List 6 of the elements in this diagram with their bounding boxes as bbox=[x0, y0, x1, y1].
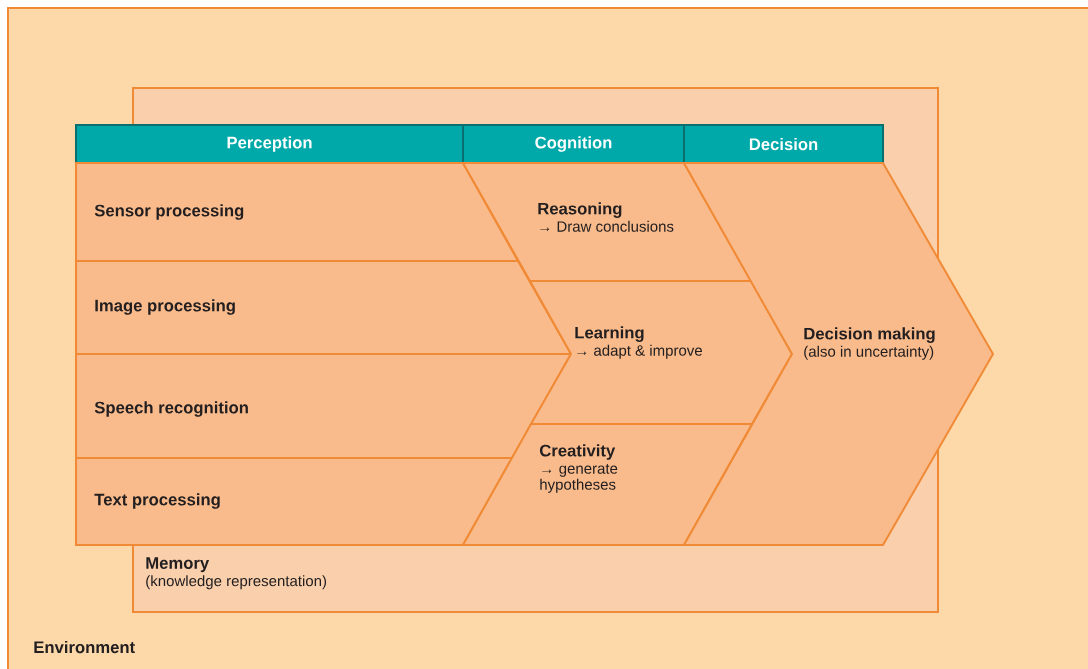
process-band: Image processing bbox=[75, 260, 573, 355]
column-header: Decision bbox=[683, 124, 884, 164]
process-band: Sensor processing bbox=[75, 162, 520, 262]
column-header: Perception bbox=[75, 124, 464, 164]
process-band: Text processing bbox=[75, 457, 514, 546]
column-header: Cognition bbox=[462, 124, 685, 164]
